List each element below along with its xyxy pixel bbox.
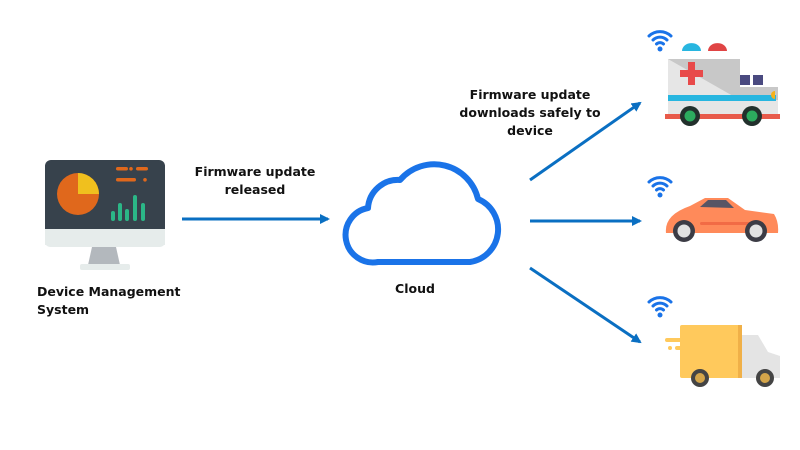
monitor-dashboard-icon xyxy=(45,160,165,270)
cloud-label: Cloud xyxy=(395,281,435,296)
wifi-icon xyxy=(647,30,673,53)
download-label-line2: downloads safely to xyxy=(459,105,601,120)
download-arrow-truck xyxy=(529,266,642,344)
release-label-line2: released xyxy=(224,182,286,197)
download-label-line3: device xyxy=(507,123,553,138)
download-label-line1: Firmware update xyxy=(469,87,591,102)
wifi-icon xyxy=(647,296,673,319)
cloud-icon xyxy=(342,161,502,266)
delivery-truck-icon xyxy=(665,325,780,387)
download-edge-label: Firmware update downloads safely to devi… xyxy=(455,86,605,140)
dms-label-line1: Device Management xyxy=(37,284,181,299)
release-edge-label: Firmware update released xyxy=(185,163,325,199)
ambulance-icon xyxy=(665,43,780,126)
wifi-icon xyxy=(647,176,673,199)
download-arrow-ambulance xyxy=(529,101,642,182)
release-label-line1: Firmware update xyxy=(194,164,316,179)
dms-label: Device Management System xyxy=(37,283,197,319)
car-icon xyxy=(665,198,779,242)
dms-label-line2: System xyxy=(37,302,90,317)
